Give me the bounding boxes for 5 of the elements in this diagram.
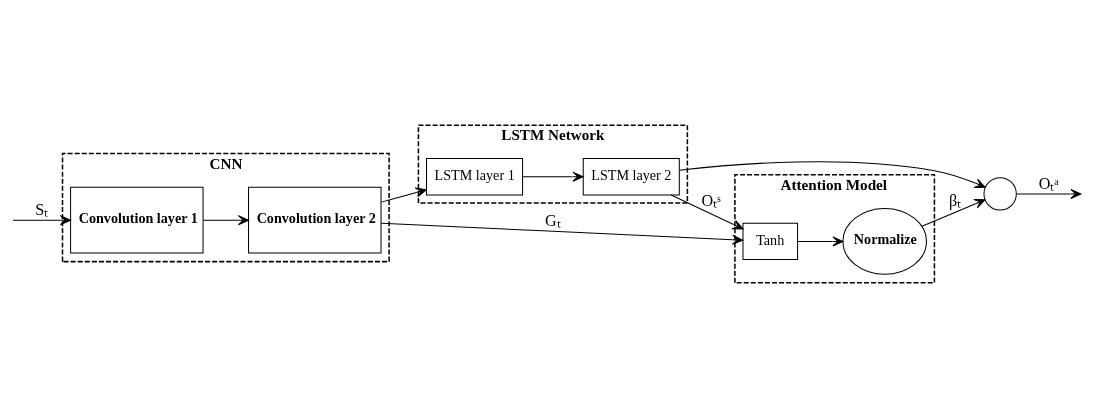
edge-label: Gₜ <box>545 211 561 229</box>
edge-label: Sₜ <box>35 200 49 218</box>
edge-label: βₜ <box>949 191 962 209</box>
edge-label: Oₜˢ <box>701 191 721 209</box>
edge-label: Oₜᵃ <box>1038 174 1059 192</box>
